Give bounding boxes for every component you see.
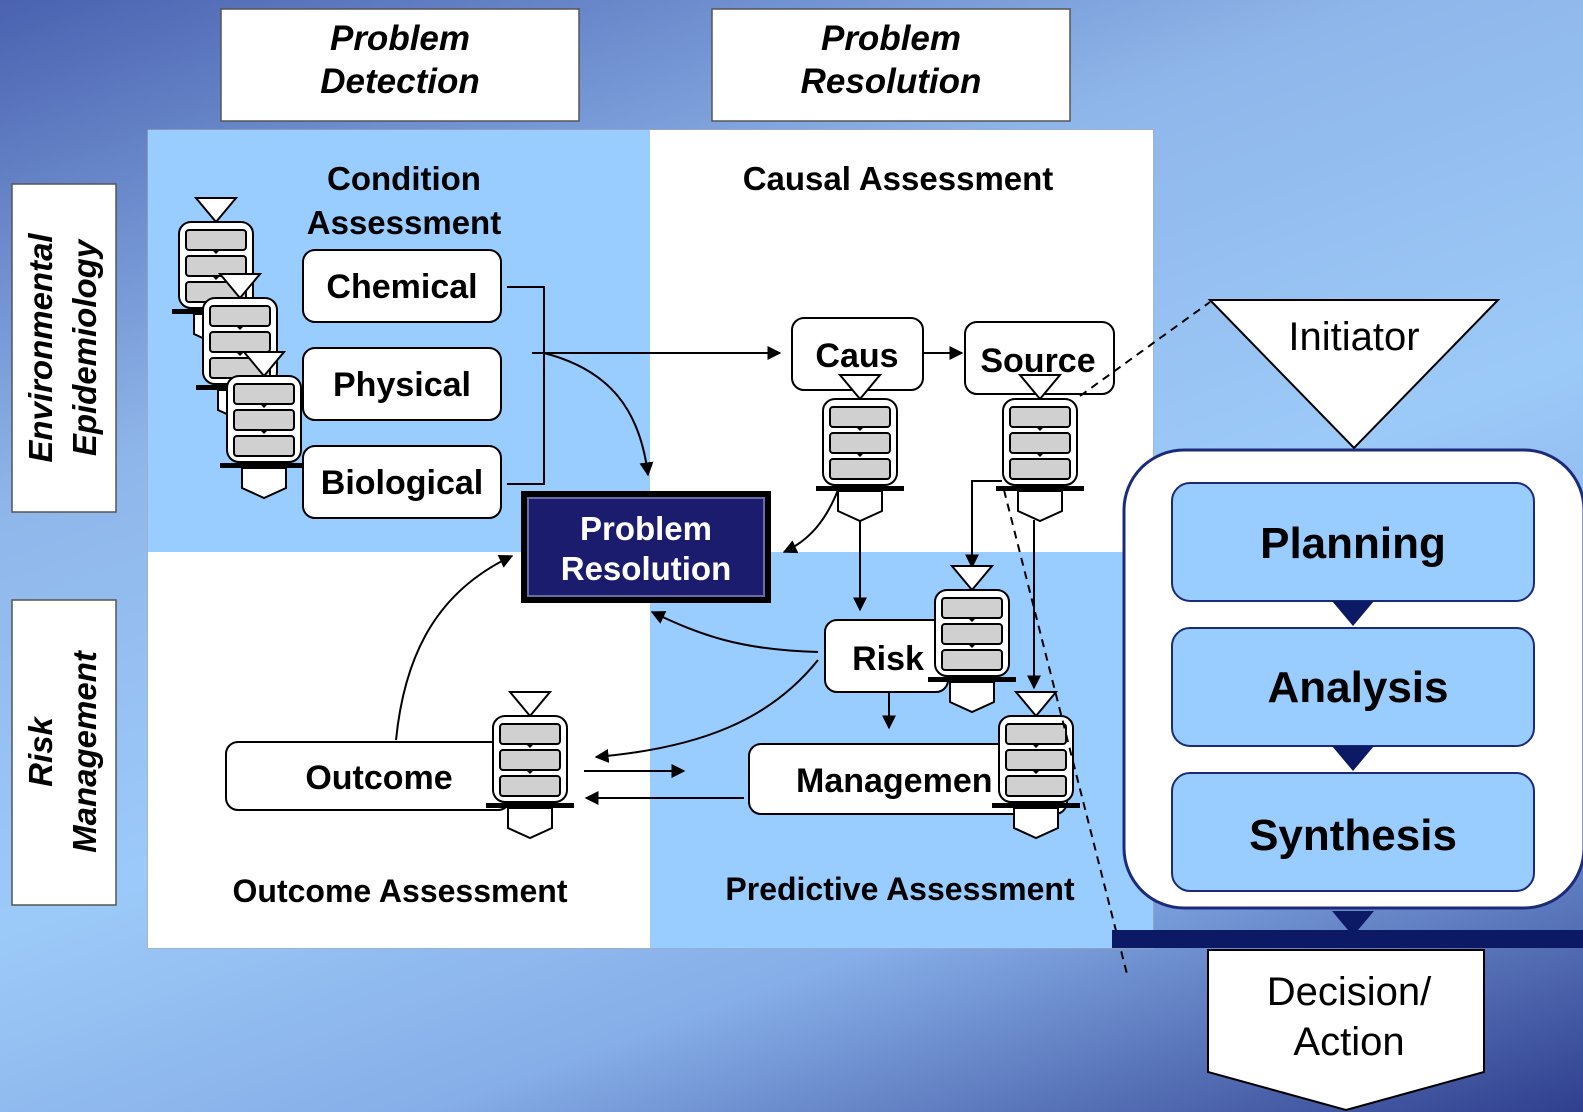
step-analysis-label: Analysis — [1268, 663, 1449, 712]
arrow-risk-to-center — [650, 611, 819, 653]
node-physical-label: Physical — [333, 366, 471, 404]
row-header-bottom-line1: Risk — [22, 716, 59, 787]
node-chemical[interactable]: Chemical — [302, 249, 502, 323]
column-header-resolution: Problem Resolution — [711, 8, 1071, 122]
arrow-caus-to-center — [782, 489, 839, 554]
quadrant-title-outcome: Outcome Assessment — [233, 873, 568, 909]
initiator-label: Initiator — [1288, 315, 1419, 359]
node-physical[interactable]: Physical — [302, 347, 502, 421]
column-header-resolution-line1: Problem — [821, 19, 961, 58]
node-management[interactable]: Managemen — [748, 743, 1068, 815]
arrow-source-to-risk — [965, 480, 1002, 569]
node-biological-label: Biological — [321, 464, 483, 502]
arrow-condition-to-center — [543, 352, 654, 477]
process-initiator: Initiator — [1207, 299, 1501, 450]
node-risk[interactable]: Risk — [824, 619, 949, 693]
step-connector-3 — [1332, 911, 1374, 936]
node-source-label: Source — [980, 342, 1095, 380]
row-header-top-line2: Epidemiology — [66, 238, 103, 456]
decision-line2: Action — [1293, 1020, 1404, 1064]
node-caus[interactable]: Caus — [791, 317, 924, 391]
condition-bracket — [507, 286, 545, 485]
node-risk-label: Risk — [852, 640, 924, 678]
arrow-risk-to-outcome — [594, 659, 819, 763]
column-header-detection-line2: Detection — [320, 62, 479, 101]
quadrant-title-causal: Causal Assessment — [743, 160, 1054, 197]
node-outcome[interactable]: Outcome — [225, 741, 511, 811]
node-management-label: Managemen — [796, 762, 993, 800]
row-header-top: Environmental Epidemiology — [11, 183, 117, 513]
decision-action: Decision/ Action — [1207, 949, 1485, 1112]
decision-bar — [1112, 930, 1583, 948]
row-header-bottom-line2: Management — [66, 649, 103, 853]
quadrant-title-condition-line1: Condition — [327, 160, 481, 197]
step-analysis[interactable]: Analysis — [1171, 627, 1535, 747]
center-line1: Problem — [580, 510, 712, 547]
step-synthesis[interactable]: Synthesis — [1171, 772, 1535, 892]
step-planning-label: Planning — [1260, 519, 1446, 568]
node-biological[interactable]: Biological — [302, 445, 502, 519]
node-source[interactable]: Source — [964, 321, 1115, 395]
step-synthesis-label: Synthesis — [1249, 811, 1457, 860]
column-header-resolution-line2: Resolution — [801, 62, 982, 101]
quadrant-title-condition-line2: Assessment — [307, 204, 501, 241]
quadrant-title-predictive: Predictive Assessment — [725, 871, 1075, 907]
step-connector-1 — [1332, 601, 1374, 626]
center-problem-resolution[interactable]: Problem Resolution — [521, 491, 771, 603]
row-header-bottom: Risk Management — [11, 599, 117, 906]
step-planning[interactable]: Planning — [1171, 482, 1535, 602]
decision-line1: Decision/ — [1267, 970, 1432, 1014]
node-caus-label: Caus — [815, 337, 898, 375]
center-line2: Resolution — [561, 550, 732, 587]
arrow-outcome-to-center — [395, 555, 514, 741]
zoom-line-top — [1079, 301, 1211, 397]
column-header-detection: Problem Detection — [220, 8, 580, 122]
node-chemical-label: Chemical — [326, 268, 477, 306]
step-connector-2 — [1332, 746, 1374, 771]
node-outcome-label: Outcome — [305, 759, 452, 797]
column-header-detection-line1: Problem — [330, 19, 470, 58]
row-header-top-line1: Environmental — [22, 233, 59, 463]
